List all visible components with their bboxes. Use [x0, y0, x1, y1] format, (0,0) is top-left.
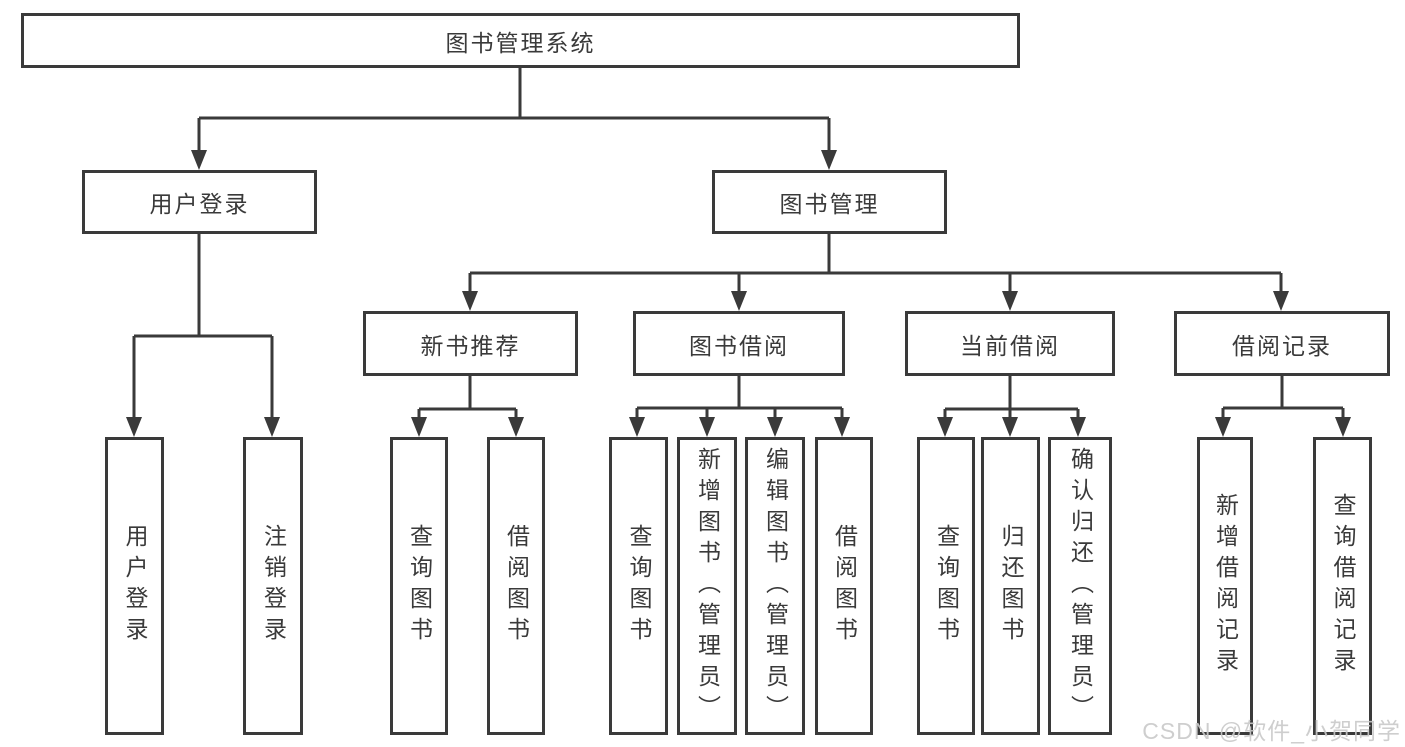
node-label: 借阅图书 — [503, 524, 530, 648]
node-label: 用户登录 — [149, 191, 250, 217]
node-label: 新增借阅记录 — [1212, 493, 1239, 679]
arrowhead-icon — [731, 291, 747, 311]
node-label: 编辑图书（管理员） — [762, 446, 789, 726]
node-current-borrowing: 当前借阅 — [905, 311, 1115, 376]
arrowhead-icon — [1070, 417, 1086, 437]
arrowhead-icon — [629, 417, 645, 437]
arrowhead-icon — [699, 417, 715, 437]
node-leaf-add-book-admin: 新增图书（管理员） — [677, 437, 737, 735]
node-label: 借阅图书 — [831, 524, 858, 648]
node-leaf-query-borrow-record: 查询借阅记录 — [1313, 437, 1372, 735]
node-label: 查询图书 — [933, 524, 960, 648]
arrowhead-icon — [126, 417, 142, 437]
node-leaf-query-books-borrowing: 查询图书 — [609, 437, 668, 735]
node-book-management: 图书管理 — [712, 170, 947, 234]
watermark-text: CSDN @软件_小贺同学 — [1142, 718, 1401, 744]
arrowhead-icon — [191, 150, 207, 170]
node-leaf-return-books: 归还图书 — [981, 437, 1040, 735]
node-leaf-query-books-recommend: 查询图书 — [390, 437, 448, 735]
arrowhead-icon — [821, 150, 837, 170]
arrowhead-icon — [1002, 417, 1018, 437]
node-label: 确认归还（管理员） — [1067, 446, 1094, 726]
arrowhead-icon — [1273, 291, 1289, 311]
node-label: 用户登录 — [122, 524, 148, 648]
node-label: 图书管理 — [779, 191, 880, 217]
node-label: 图书借阅 — [689, 332, 789, 359]
node-label: 归还图书 — [998, 524, 1024, 648]
arrowhead-icon — [508, 417, 524, 437]
arrowhead-icon — [834, 417, 850, 437]
arrowhead-icon — [767, 417, 783, 437]
arrowhead-icon — [264, 417, 280, 437]
node-leaf-add-borrow-record: 新增借阅记录 — [1197, 437, 1253, 735]
node-label: 查询借阅记录 — [1330, 493, 1356, 679]
arrowhead-icon — [1215, 417, 1231, 437]
node-leaf-query-books-current: 查询图书 — [917, 437, 975, 735]
node-leaf-borrow-books-borrowing: 借阅图书 — [815, 437, 873, 735]
node-label: 查询图书 — [406, 524, 433, 648]
arrowhead-icon — [462, 291, 478, 311]
arrowhead-icon — [1002, 291, 1018, 311]
node-label: 注销登录 — [260, 524, 287, 648]
node-label: 新书推荐 — [420, 332, 521, 359]
node-new-book-recommendation: 新书推荐 — [363, 311, 578, 376]
arrowhead-icon — [1335, 417, 1351, 437]
node-label: 查询图书 — [626, 524, 652, 648]
node-library-management-system: 图书管理系统 — [21, 13, 1020, 68]
node-label: 图书管理系统 — [445, 29, 596, 56]
node-user-login: 用户登录 — [82, 170, 317, 234]
node-book-borrowing: 图书借阅 — [633, 311, 845, 376]
node-leaf-confirm-return-admin: 确认归还（管理员） — [1048, 437, 1112, 735]
node-label: 当前借阅 — [960, 332, 1060, 359]
arrowhead-icon — [411, 417, 427, 437]
node-label: 借阅记录 — [1232, 332, 1332, 359]
node-leaf-edit-book-admin: 编辑图书（管理员） — [745, 437, 805, 735]
node-leaf-logout: 注销登录 — [243, 437, 303, 735]
node-leaf-user-login: 用户登录 — [105, 437, 164, 735]
node-leaf-borrow-books-recommend: 借阅图书 — [487, 437, 545, 735]
node-label: 新增图书（管理员） — [694, 446, 721, 726]
arrowhead-icon — [937, 417, 953, 437]
node-borrowing-records: 借阅记录 — [1174, 311, 1390, 376]
